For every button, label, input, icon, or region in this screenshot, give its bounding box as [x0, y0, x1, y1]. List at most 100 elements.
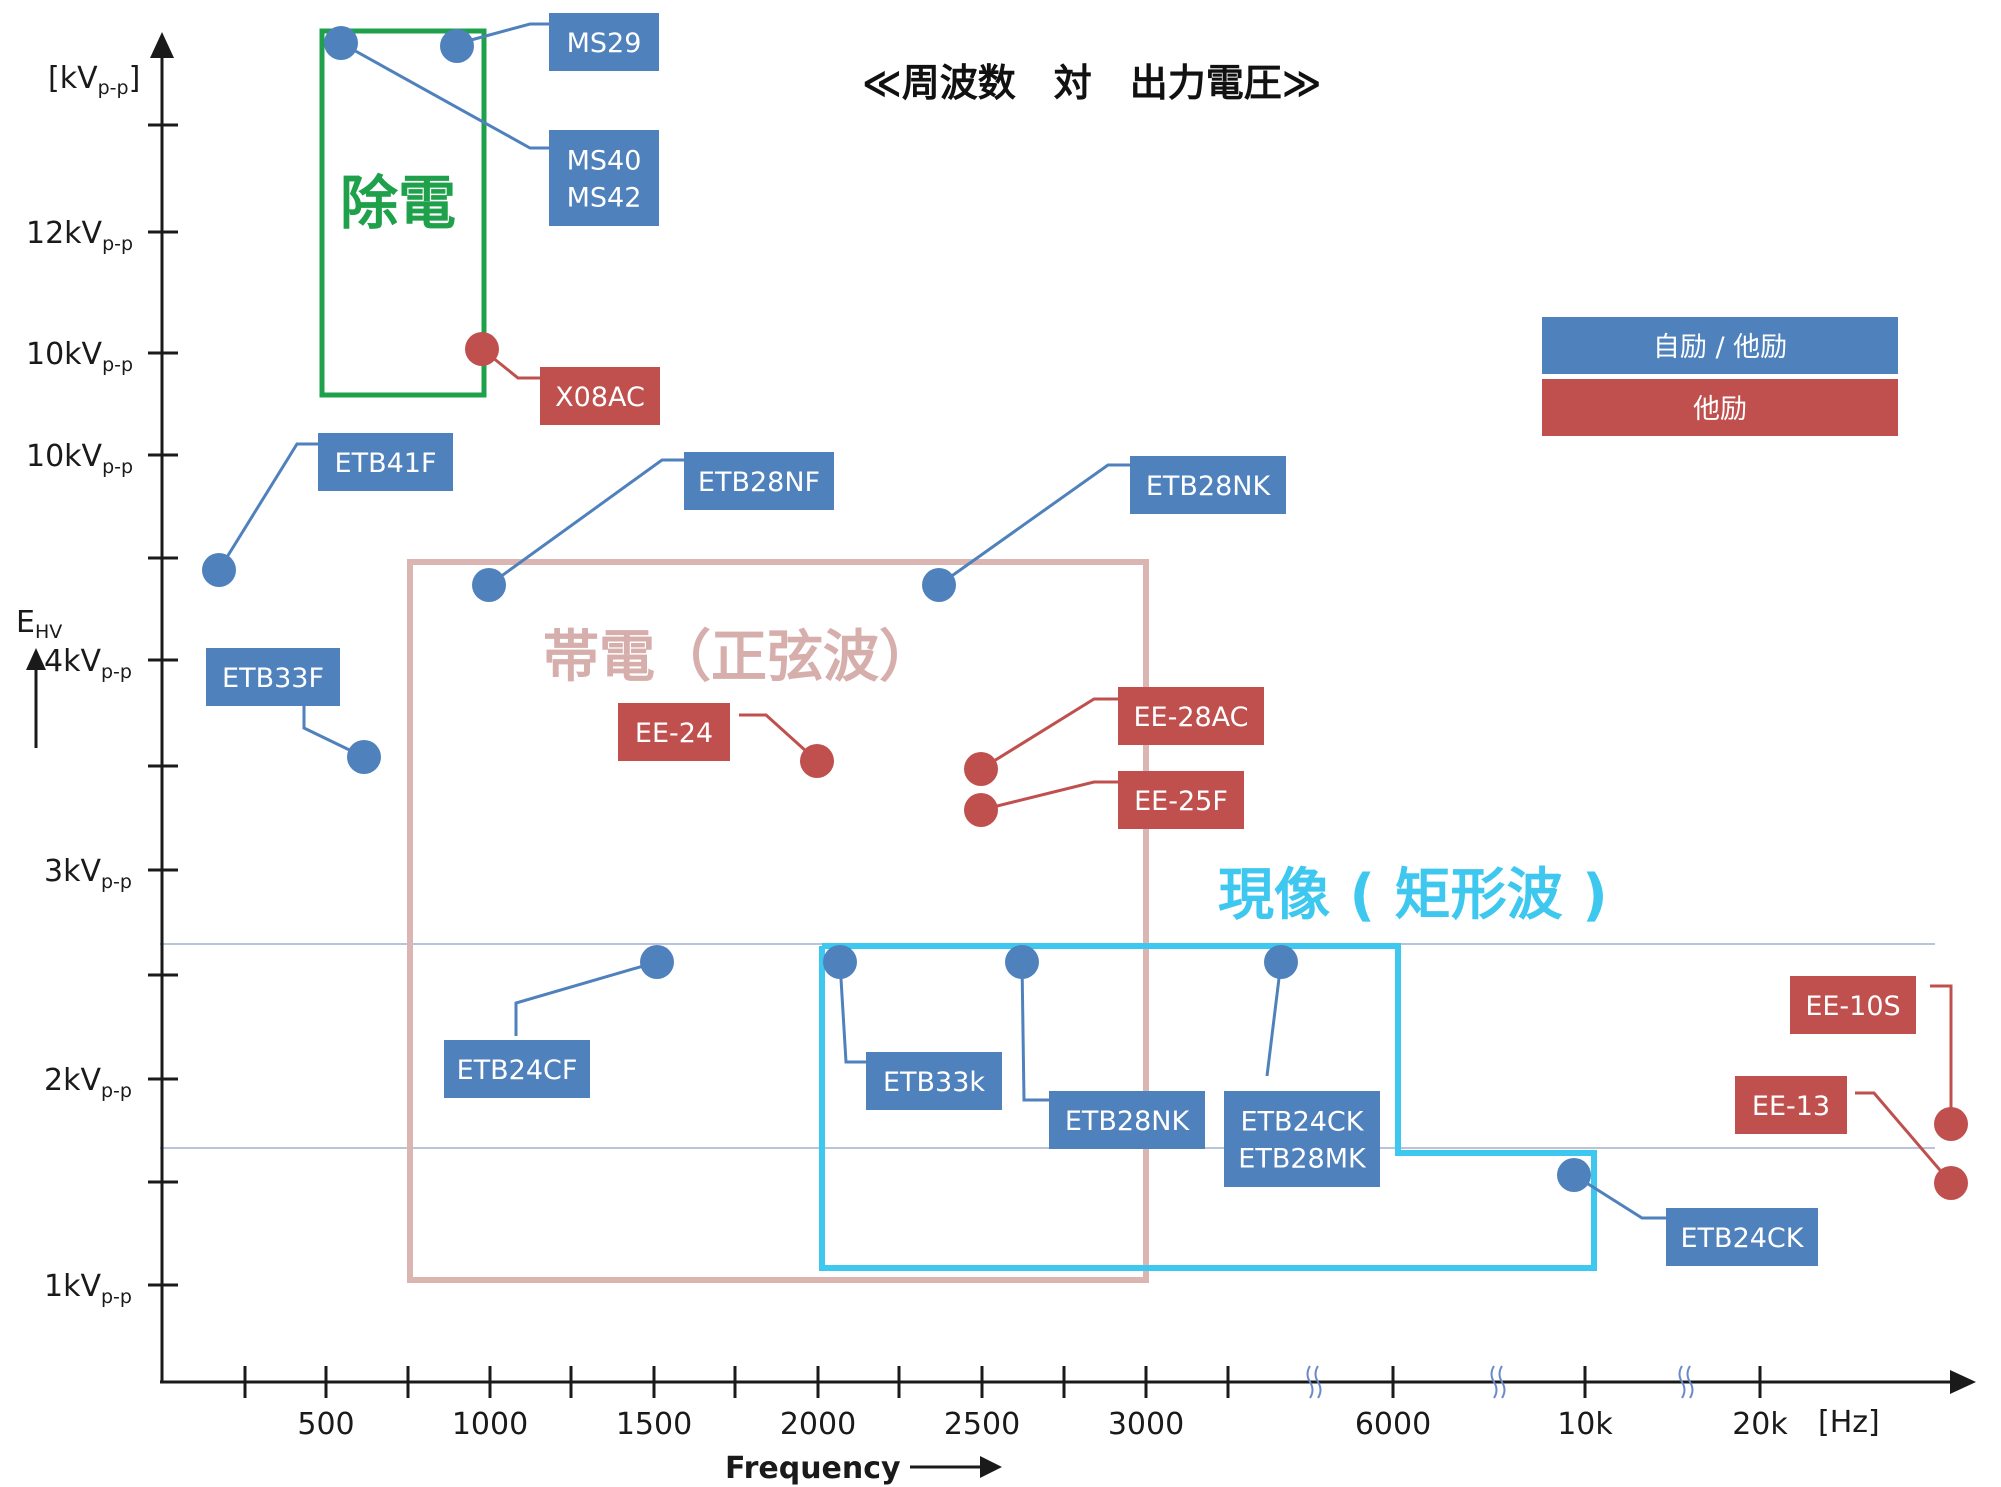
data-label-box — [318, 433, 453, 491]
x-tick-label: 500 — [297, 1407, 354, 1442]
data-label: ETB41F — [335, 448, 437, 479]
x-axis-label: Frequency — [725, 1451, 901, 1486]
data-label: ETB24CF — [457, 1055, 578, 1086]
leader-line — [1573, 1173, 1666, 1220]
data-point-group: ETB28NK — [1005, 945, 1205, 1149]
data-point — [472, 568, 506, 602]
x-tick-label: 3000 — [1108, 1407, 1184, 1442]
y-tick-label-main: 4kV — [44, 644, 101, 679]
y-tick-label-sub: p-p — [101, 1080, 132, 1102]
leader-line — [838, 961, 866, 1064]
data-point — [1005, 945, 1039, 979]
data-label-box — [866, 1052, 1002, 1110]
data-label: ETB24CK — [1241, 1107, 1365, 1138]
data-point-group: EE-28AC — [964, 687, 1264, 786]
y-tick-label-sub: p-p — [101, 661, 132, 683]
leader-line — [980, 697, 1118, 771]
y-axis-arrow — [150, 32, 174, 58]
data-label: MS29 — [567, 28, 642, 59]
data-label-box — [1735, 1076, 1847, 1134]
data-point — [922, 568, 956, 602]
data-label: X08AC — [555, 382, 645, 413]
data-point — [465, 332, 499, 366]
data-label-box — [684, 452, 834, 510]
y-tick-label-main: 1kV — [44, 1269, 101, 1304]
data-point-group: EE-10S — [1790, 976, 1968, 1141]
y-tick-label-sub: p-p — [102, 233, 133, 255]
data-label-box — [1049, 1091, 1205, 1149]
data-point-group: ETB24CF — [444, 945, 674, 1098]
axis-break-marks — [1306, 1365, 1694, 1399]
data-label: ETB28NK — [1065, 1106, 1191, 1137]
chart-title: ≪周波数 対 出力電圧≫ — [862, 61, 1322, 105]
data-point — [1934, 1166, 1968, 1200]
region-label-charging: 帯電（正弦波） — [543, 625, 935, 690]
y-tick-label: 10kVp-p — [26, 439, 133, 478]
data-label: EE-28AC — [1133, 702, 1248, 733]
data-label-box — [540, 367, 660, 425]
y-tick-label-main: 10kV — [26, 337, 103, 372]
leader-line — [1020, 961, 1049, 1102]
axis-break-mark — [1490, 1365, 1498, 1399]
data-point-group: EE-24 — [618, 703, 834, 778]
y-unit-label: [kVp-p] — [48, 61, 140, 99]
axis-break-mark — [1678, 1365, 1686, 1399]
y-tick-label-main: 2kV — [44, 1063, 101, 1098]
data-label-box — [549, 13, 659, 71]
data-point — [1934, 1107, 1968, 1141]
x-tick-label: 2500 — [944, 1407, 1020, 1442]
leader-line — [514, 960, 658, 1036]
x-tick-label: 1500 — [616, 1407, 692, 1442]
x-tick-label: 1000 — [452, 1407, 528, 1442]
axis-break-mark — [1686, 1365, 1694, 1399]
data-label-box — [1224, 1091, 1380, 1187]
data-label: EE-10S — [1805, 991, 1900, 1022]
data-label: ETB28NK — [1146, 471, 1272, 502]
axis-break-mark — [1498, 1365, 1506, 1399]
data-point — [202, 553, 236, 587]
y-tick-label: 10kVp-p — [26, 337, 133, 376]
data-label: ETB33F — [222, 663, 324, 694]
data-label: ETB33k — [883, 1067, 985, 1098]
y-unit-close: ] — [129, 61, 141, 96]
data-label: MS40 — [567, 146, 642, 177]
region-label-neutralize: 除電 — [340, 169, 456, 237]
data-label: ETB28NF — [698, 467, 820, 498]
legend-swatch-blue — [1542, 317, 1898, 374]
y-tick-label: 12kVp-p — [26, 216, 133, 255]
data-label-box — [206, 648, 340, 706]
leader-line — [739, 713, 819, 763]
y-tick-label: 4kVp-p — [44, 644, 132, 683]
leader-line — [340, 41, 549, 150]
y-tick-label-sub: p-p — [102, 456, 133, 478]
data-label-box — [549, 130, 659, 226]
data-label: MS42 — [567, 183, 642, 214]
data-point-group: EE-13 — [1735, 1076, 1968, 1200]
data-label-box — [1118, 687, 1264, 745]
leader-line — [302, 706, 365, 759]
region-box-charging — [407, 559, 1149, 1283]
x-label-arrow-head — [980, 1456, 1002, 1478]
data-label-box — [1118, 771, 1244, 829]
data-point-group: EE-25F — [964, 771, 1244, 829]
data-point — [440, 29, 474, 63]
data-point — [964, 793, 998, 827]
x-unit-label: [Hz] — [1818, 1405, 1880, 1440]
y-axis-label: EHV — [16, 605, 62, 643]
axis-break-mark — [1314, 1365, 1322, 1399]
data-point-group: MS29 — [440, 13, 659, 71]
data-point-group: ETB28NK — [922, 456, 1286, 602]
leader-line — [488, 458, 684, 587]
data-label: EE-25F — [1134, 786, 1228, 817]
data-point — [324, 26, 358, 60]
region-label-developing: 現像 ( 矩形波 ) — [1218, 863, 1608, 928]
data-point-group: ETB28NF — [472, 452, 834, 602]
y-tick-label-main: 10kV — [26, 439, 103, 474]
data-point — [823, 945, 857, 979]
data-point — [964, 752, 998, 786]
data-point — [1264, 945, 1298, 979]
x-axis-arrow — [1950, 1370, 1976, 1394]
